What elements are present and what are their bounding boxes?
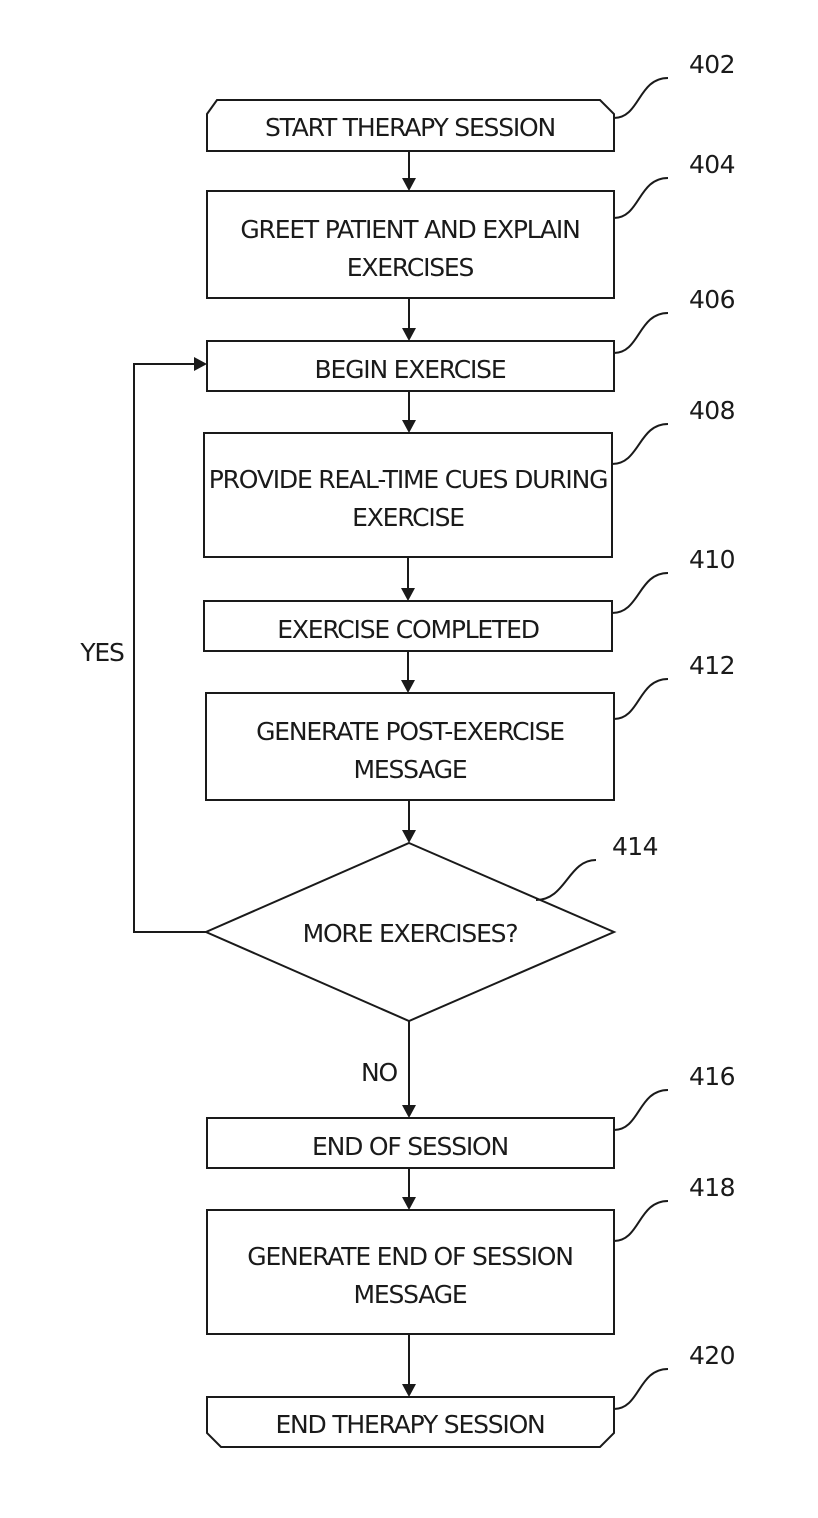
step-414-label: MORE EXERCISES? xyxy=(303,919,518,948)
step-416-end-of-session: END OF SESSION xyxy=(207,1118,614,1168)
step-414-more-exercises-decision: MORE EXERCISES? xyxy=(206,843,614,1021)
step-410-label: EXERCISE COMPLETED xyxy=(277,615,539,644)
step-416-label: END OF SESSION xyxy=(312,1132,508,1161)
arrow-402-404 xyxy=(402,178,416,191)
step-408-provide-cues: PROVIDE REAL-TIME CUES DURING EXERCISE xyxy=(204,433,612,557)
step-418-label-line2: MESSAGE xyxy=(354,1280,467,1309)
step-404-ref-leader xyxy=(614,178,668,218)
arrow-408-410 xyxy=(401,588,415,601)
step-406-ref: 406 xyxy=(689,285,735,314)
step-418-ref: 418 xyxy=(689,1173,735,1202)
step-416-ref-leader xyxy=(614,1090,668,1130)
step-414-ref: 414 xyxy=(612,832,658,861)
step-402-label: START THERAPY SESSION xyxy=(265,113,555,142)
step-408-ref: 408 xyxy=(689,396,735,425)
step-420-ref: 420 xyxy=(689,1341,735,1370)
step-402-ref-leader xyxy=(614,78,668,118)
no-branch-arrow xyxy=(402,1105,416,1118)
step-412-label-line2: MESSAGE xyxy=(354,755,467,784)
yes-loop-connector xyxy=(134,364,206,932)
arrow-404-406 xyxy=(402,328,416,341)
yes-loop-arrow xyxy=(194,357,207,371)
step-404-ref: 404 xyxy=(689,150,735,179)
step-408-ref-leader xyxy=(612,424,668,464)
arrow-418-420 xyxy=(402,1384,416,1397)
step-410-ref: 410 xyxy=(689,545,735,574)
step-418-generate-end-of-session-message: GENERATE END OF SESSION MESSAGE xyxy=(207,1210,614,1334)
step-404-label-line2: EXERCISES xyxy=(347,253,474,282)
step-412-generate-post-exercise-message: GENERATE POST-EXERCISE MESSAGE xyxy=(206,693,614,800)
step-410-exercise-completed: EXERCISE COMPLETED xyxy=(204,601,612,651)
step-404-greet-patient: GREET PATIENT AND EXPLAIN EXERCISES xyxy=(207,191,614,298)
step-406-begin-exercise: BEGIN EXERCISE xyxy=(207,341,614,391)
arrow-406-408 xyxy=(402,420,416,433)
step-418-label-line1: GENERATE END OF SESSION xyxy=(247,1242,572,1271)
no-branch-label: NO xyxy=(361,1058,398,1087)
step-412-ref: 412 xyxy=(689,651,735,680)
step-412-ref-leader xyxy=(614,679,668,719)
step-412-label-line1: GENERATE POST-EXERCISE xyxy=(256,717,564,746)
step-420-ref-leader xyxy=(614,1369,668,1409)
step-406-label: BEGIN EXERCISE xyxy=(315,355,506,384)
step-402-ref: 402 xyxy=(689,50,735,79)
arrow-410-412 xyxy=(401,680,415,693)
arrow-412-414 xyxy=(402,830,416,843)
step-418-ref-leader xyxy=(614,1201,668,1241)
step-408-label-line1: PROVIDE REAL-TIME CUES DURING xyxy=(209,465,608,494)
step-406-ref-leader xyxy=(614,313,668,353)
arrow-416-418 xyxy=(402,1197,416,1210)
step-416-ref: 416 xyxy=(689,1062,735,1091)
step-404-label-line1: GREET PATIENT AND EXPLAIN xyxy=(240,215,579,244)
step-420-end-therapy-session: END THERAPY SESSION xyxy=(207,1397,614,1447)
yes-branch-label: YES xyxy=(79,638,124,667)
step-408-label-line2: EXERCISE xyxy=(352,503,464,532)
step-410-ref-leader xyxy=(612,573,668,613)
step-420-label: END THERAPY SESSION xyxy=(275,1410,544,1439)
step-414-ref-leader xyxy=(536,860,596,900)
step-402-start-therapy-session: START THERAPY SESSION xyxy=(207,100,614,151)
